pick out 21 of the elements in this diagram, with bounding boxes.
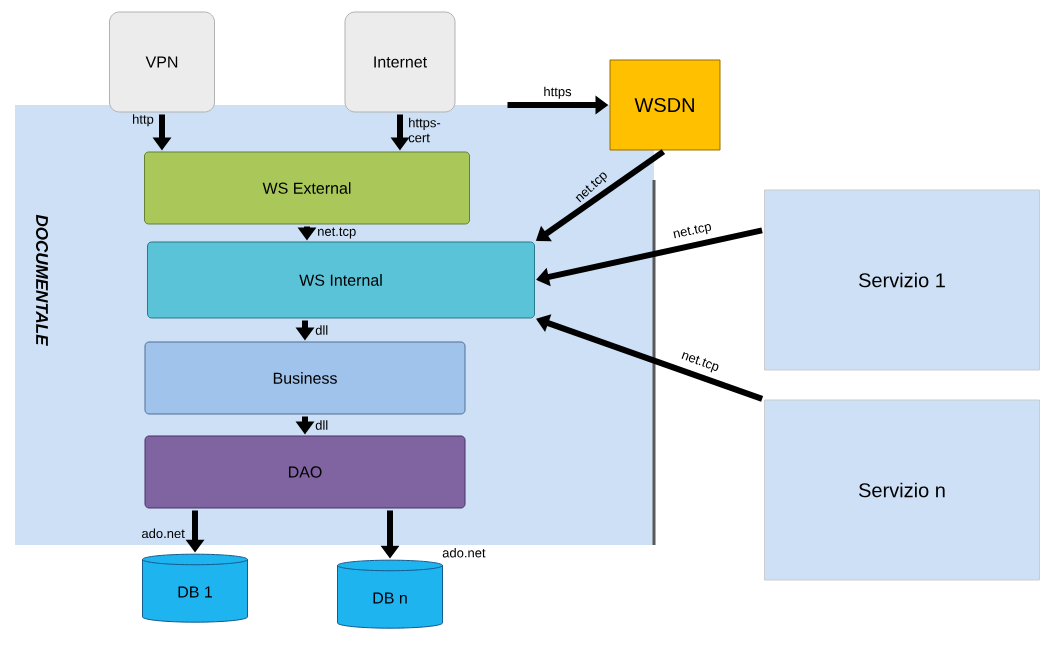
service-box: WSDN [609,59,721,151]
edge-label: ado.net [442,547,486,558]
layer-bar: DAO [144,435,466,509]
layer-bar: WS Internal [147,241,535,319]
database-cylinder: DB 1 [142,553,248,623]
input-box: Internet [344,11,456,113]
input-box: VPN [109,11,215,113]
edge-label: https [544,86,572,99]
layer-bar: Business [144,341,466,415]
service-box: Servizio 1 [764,189,1040,371]
edge-label: net.tcp [681,352,719,373]
database-cylinder: DB n [337,559,443,629]
edge-label: dll [315,420,328,430]
edge-label: net.tcp [318,227,356,239]
service-box: Servizio n [764,399,1040,581]
layer-bar: WS External [144,151,470,225]
edge-label: dll [315,325,328,335]
edge-label: https-cert [408,117,441,143]
edge-label: http [133,114,154,127]
edge-label: net.tcp [673,224,712,239]
edge-label: ado.net [142,528,185,539]
